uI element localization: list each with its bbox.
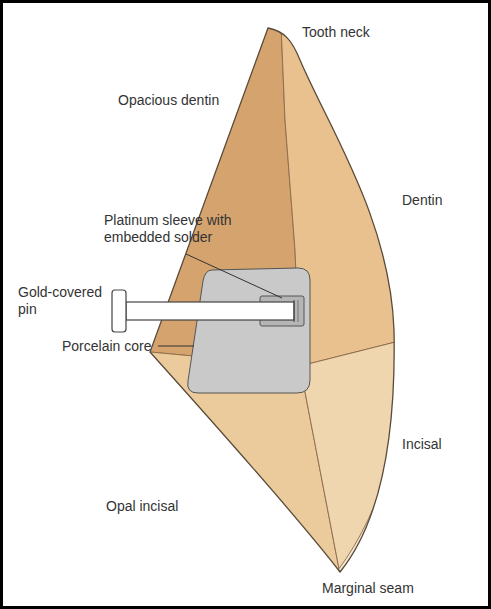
part-label: Dentin bbox=[402, 192, 442, 209]
part-label: Tooth neck bbox=[302, 24, 370, 41]
leader-line bbox=[186, 254, 282, 298]
tooth-outline bbox=[150, 28, 394, 572]
leader-line bbox=[158, 346, 194, 347]
opacious-dentin-layer bbox=[0, 0, 300, 366]
porcelain-core bbox=[188, 268, 310, 393]
embedded-solder bbox=[294, 300, 295, 322]
part-label: Opacious dentin bbox=[118, 92, 219, 109]
part-label: Gold-covered pin bbox=[18, 284, 106, 318]
pin-shaft bbox=[126, 302, 294, 320]
embedded-solder bbox=[298, 300, 299, 322]
part-label: Platinum sleeve with embedded solder bbox=[104, 212, 246, 246]
pin-head bbox=[112, 290, 126, 332]
dentin-layer bbox=[280, 0, 491, 366]
part-label: Incisal bbox=[402, 436, 442, 453]
part-label: Opal incisal bbox=[106, 498, 178, 515]
part-label: Porcelain core bbox=[62, 338, 152, 355]
part-label: Marginal seam bbox=[322, 580, 414, 597]
incisal-layer bbox=[300, 318, 491, 609]
